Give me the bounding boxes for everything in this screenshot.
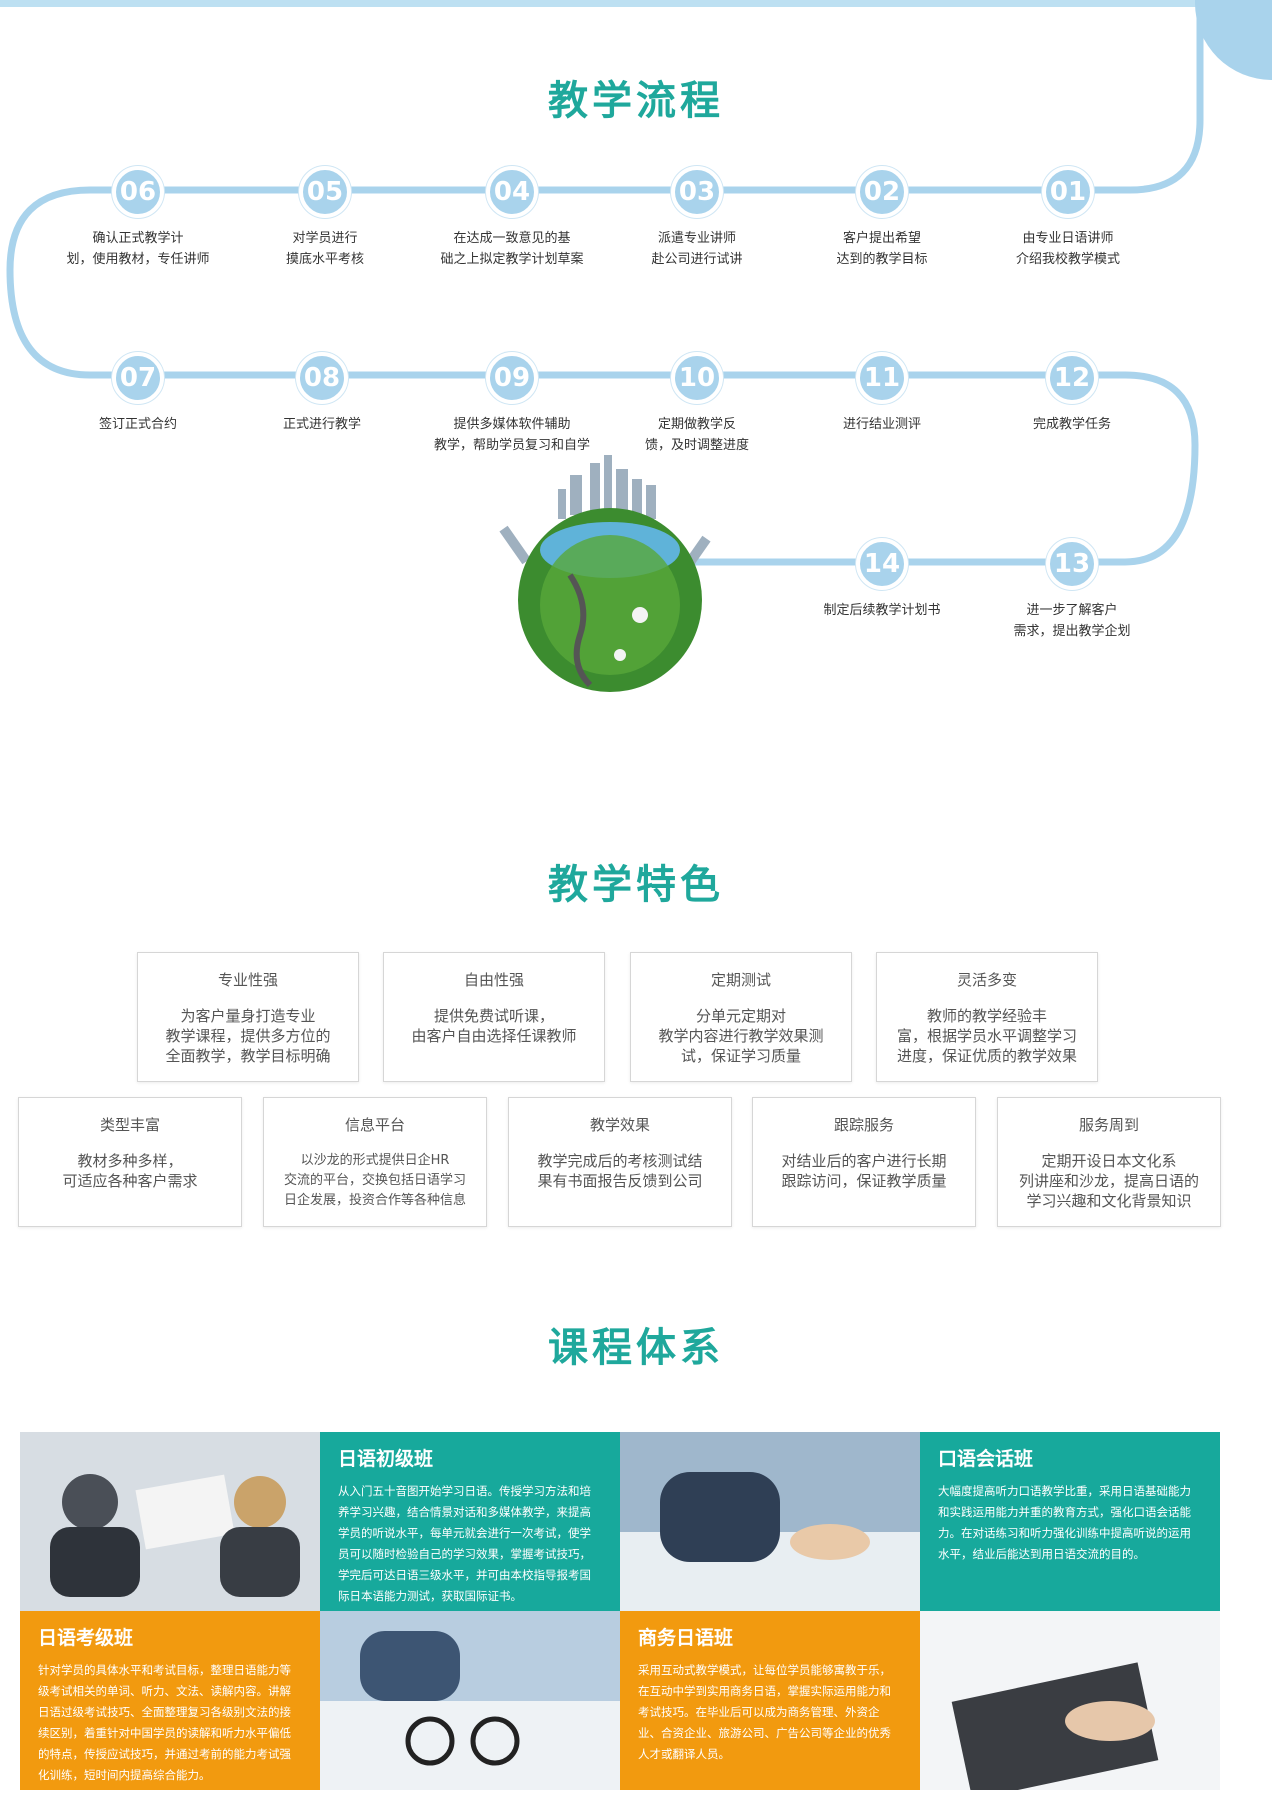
process-step-14: 14 制定后续教学计划书 — [782, 538, 982, 621]
course-beginner[interactable]: 日语初级班 从入门五十音图开始学习日语。传授学习方法和培养学习兴趣，结合情景对话… — [320, 1432, 620, 1611]
step-number: 10 — [671, 352, 723, 404]
step-text: 确认正式教学计 划，使用教材，专任讲师 — [66, 231, 210, 267]
step-number: 04 — [486, 166, 538, 218]
process-step-03: 03 派遣专业讲师 赴公司进行试讲 — [597, 166, 797, 270]
step-number: 07 — [112, 352, 164, 404]
step-text: 签订正式合约 — [98, 417, 177, 432]
feature-card: 定期测试 分单元定期对 教学内容进行教学效果测 试，保证学习质量 — [630, 952, 852, 1082]
process-step-09: 09 提供多媒体软件辅助 教学，帮助学员复习和自学 — [412, 352, 612, 456]
course-title: 日语考级班 — [38, 1627, 134, 1649]
feature-desc: 定期开设日本文化系 列讲座和沙龙，提高日语的 学习兴趣和文化背景知识 — [1018, 1152, 1199, 1210]
feature-card: 专业性强 为客户量身打造专业 教学课程，提供多方位的 全面教学，教学目标明确 — [137, 952, 359, 1082]
feature-card: 教学效果 教学完成后的考核测试结 果有书面报告反馈到公司 — [508, 1097, 732, 1227]
step-text: 在达成一致意见的基 础之上拟定教学计划草案 — [440, 231, 584, 267]
feature-desc: 教师的教学经验丰 富，根据学员水平调整学习 进度，保证优质的教学效果 — [896, 1007, 1077, 1065]
step-text: 对学员进行 摸底水平考核 — [285, 231, 364, 267]
feature-title: 类型丰富 — [99, 1116, 160, 1134]
feature-desc: 教材多种多样， 可适应各种客户需求 — [62, 1152, 198, 1190]
step-text: 进行结业测评 — [842, 417, 921, 432]
course-business[interactable]: 商务日语班 采用互动式教学模式，让每位学员能够寓教于乐，在互动中学到实用商务日语… — [620, 1611, 920, 1790]
step-text: 完成教学任务 — [1032, 417, 1111, 432]
step-number: 01 — [1042, 166, 1094, 218]
step-number: 14 — [856, 538, 908, 590]
feature-desc: 以沙龙的形式提供日企HR 交流的平台，交换包括日语学习 日企发展，投资合作等各种… — [283, 1153, 466, 1208]
top-decor-band — [0, 0, 1272, 7]
feature-desc: 为客户量身打造专业 教学课程，提供多方位的 全面教学，教学目标明确 — [165, 1007, 331, 1065]
feature-desc: 分单元定期对 教学内容进行教学效果测 试，保证学习质量 — [658, 1007, 824, 1065]
course-section-title: 课程体系 — [548, 1325, 724, 1371]
step-text: 由专业日语讲师 介绍我校教学模式 — [1015, 231, 1120, 267]
course-photo-signing — [620, 1432, 920, 1611]
step-text: 进一步了解客户 需求，提出教学企划 — [1013, 603, 1131, 639]
feature-title: 跟踪服务 — [833, 1116, 894, 1134]
step-text: 派遣专业讲师 赴公司进行试讲 — [651, 231, 743, 267]
step-number: 11 — [856, 352, 908, 404]
process-section-title: 教学流程 — [548, 78, 724, 124]
process-track — [6, 5, 1204, 566]
course-conversation[interactable]: 口语会话班 大幅度提高听力口语教学比重，采用日语基础能力和实践运用能力并重的教育… — [920, 1432, 1220, 1611]
feature-card: 灵活多变 教师的教学经验丰 富，根据学员水平调整学习 进度，保证优质的教学效果 — [876, 952, 1098, 1082]
process-step-08: 08 正式进行教学 — [222, 352, 422, 435]
process-step-04: 04 在达成一致意见的基 础之上拟定教学计划草案 — [412, 166, 612, 270]
step-text: 定期做教学反 馈，及时调整进度 — [644, 417, 749, 453]
feature-desc: 提供免费试听课， 由客户自由选择任课教师 — [411, 1007, 577, 1045]
step-number: 13 — [1046, 538, 1098, 590]
step-number: 08 — [296, 352, 348, 404]
course-desc: 针对学员的具体水平和考试目标，整理日语能力等级考试相关的单词、听力、文法、读解内… — [38, 1663, 291, 1782]
feature-title: 教学效果 — [589, 1116, 650, 1134]
process-step-01: 01 由专业日语讲师 介绍我校教学模式 — [968, 166, 1168, 270]
course-photo-glasses — [320, 1611, 620, 1790]
feature-desc: 教学完成后的考核测试结 果有书面报告反馈到公司 — [537, 1152, 703, 1190]
feature-title: 专业性强 — [217, 971, 278, 989]
process-step-07: 07 签订正式合约 — [38, 352, 238, 435]
step-number: 09 — [486, 352, 538, 404]
feature-card: 跟踪服务 对结业后的客户进行长期 跟踪访问，保证教学质量 — [752, 1097, 976, 1227]
feature-card: 自由性强 提供免费试听课， 由客户自由选择任课教师 — [383, 952, 605, 1082]
step-text: 制定后续教学计划书 — [823, 603, 941, 618]
course-photo-laptop — [920, 1611, 1220, 1790]
process-step-05: 05 对学员进行 摸底水平考核 — [225, 166, 425, 270]
step-number: 06 — [112, 166, 164, 218]
process-step-10: 10 定期做教学反 馈，及时调整进度 — [597, 352, 797, 456]
course-desc: 大幅度提高听力口语教学比重，采用日语基础能力和实践运用能力并重的教育方式，强化口… — [938, 1484, 1191, 1561]
feature-card: 信息平台 以沙龙的形式提供日企HR 交流的平台，交换包括日语学习 日企发展，投资… — [263, 1097, 487, 1227]
step-number: 05 — [299, 166, 351, 218]
feature-title: 自由性强 — [463, 971, 524, 989]
course-desc: 采用互动式教学模式，让每位学员能够寓教于乐，在互动中学到实用商务日语，掌握实际运… — [638, 1663, 891, 1761]
course-title: 日语初级班 — [338, 1448, 434, 1470]
feature-section-title: 教学特色 — [548, 862, 724, 908]
step-number: 12 — [1046, 352, 1098, 404]
process-step-02: 02 客户提出希望 达到的教学目标 — [782, 166, 982, 270]
course-title: 口语会话班 — [938, 1448, 1034, 1470]
globe-city-illustration — [499, 455, 711, 692]
feature-card: 类型丰富 教材多种多样， 可适应各种客户需求 — [18, 1097, 242, 1227]
feature-title: 服务周到 — [1078, 1116, 1139, 1134]
step-number: 03 — [671, 166, 723, 218]
course-exam[interactable]: 日语考级班 针对学员的具体水平和考试目标，整理日语能力等级考试相关的单词、听力、… — [20, 1611, 320, 1790]
feature-title: 灵活多变 — [956, 971, 1017, 989]
step-text: 客户提出希望 达到的教学目标 — [836, 231, 928, 267]
step-number: 02 — [856, 166, 908, 218]
process-step-13: 13 进一步了解客户 需求，提出教学企划 — [972, 538, 1172, 642]
step-text: 提供多媒体软件辅助 教学，帮助学员复习和自学 — [433, 417, 590, 453]
step-text: 正式进行教学 — [282, 417, 361, 432]
course-photo-meeting — [20, 1432, 320, 1611]
process-step-06: 06 确认正式教学计 划，使用教材，专任讲师 — [38, 166, 238, 270]
feature-card: 服务周到 定期开设日本文化系 列讲座和沙龙，提高日语的 学习兴趣和文化背景知识 — [997, 1097, 1221, 1227]
process-step-11: 11 进行结业测评 — [782, 352, 982, 435]
feature-title: 信息平台 — [344, 1116, 405, 1134]
process-step-12: 12 完成教学任务 — [972, 352, 1172, 435]
feature-title: 定期测试 — [710, 971, 771, 989]
course-title: 商务日语班 — [638, 1627, 734, 1649]
course-desc: 从入门五十音图开始学习日语。传授学习方法和培养学习兴趣，结合情景对话和多媒体教学… — [338, 1484, 591, 1603]
feature-desc: 对结业后的客户进行长期 跟踪访问，保证教学质量 — [781, 1152, 947, 1190]
